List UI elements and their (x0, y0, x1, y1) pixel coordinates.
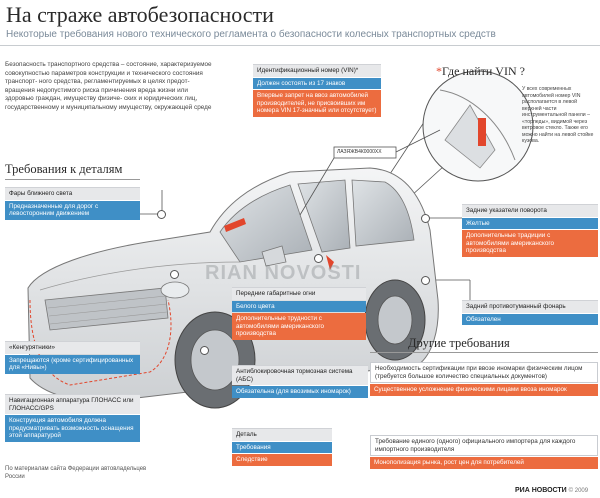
vin-box-requirement: Должен состоять из 17 знаков (253, 77, 381, 90)
legend-requirement: Требования (232, 441, 332, 454)
callout-dot-turn-signals (421, 214, 430, 223)
turn-signals-header: Задние указатели поворота (462, 204, 598, 217)
other-importer-requirement: Требование единого (одного) официального… (370, 435, 598, 457)
other-cert-box: Необходимость сертификации при ввозе ино… (370, 361, 598, 396)
fog-lamp-box: Задний противотуманный фонарь Обязателен (462, 300, 598, 326)
vin-box-consequence: Впервые запрет на ввоз автомобилей произ… (253, 90, 381, 117)
brand-name: РИА НОВОСТИ (515, 487, 567, 494)
callout-dot-fog-lamp (421, 276, 430, 285)
section-divider-other (370, 352, 598, 353)
kenguryatnik-requirement: Запрещаются (кроме сертифицированных для… (5, 354, 140, 374)
legend-consequence: Следствие (232, 454, 332, 466)
side-lights-header: Передние габаритные огни (232, 287, 366, 300)
brand-year: © 2009 (568, 488, 589, 494)
kenguryatnik-header: «Кенгурятники» (5, 341, 140, 354)
section-heading-details: Требования к деталям (5, 162, 123, 176)
watermark: RIAN NOVOSTI (205, 262, 362, 284)
vin-box-header: Идентификационный номер (VIN)* (253, 64, 381, 77)
glonass-requirement: Конструкция автомобиля должна предусматр… (5, 415, 140, 442)
callout-dot-abs (200, 346, 209, 355)
kenguryatnik-box: «Кенгурятники» Запрещаются (кроме сертиф… (5, 341, 140, 374)
callout-dot-grille (170, 270, 179, 279)
headlights-header: Фары ближнего света (5, 187, 140, 200)
other-importer-box: Требование единого (одного) официального… (370, 434, 598, 469)
header-divider (0, 45, 600, 46)
page-title: На страже автобезопасности (6, 2, 274, 27)
other-importer-consequence: Монополизация рынка, рост цен для потреб… (370, 457, 598, 469)
side-lights-consequence: Дополнительные трудности с автомобилями … (232, 313, 366, 340)
vin-note: У всех современных автомобилей номер VIN… (522, 86, 594, 144)
other-cert-requirement: Необходимость сертификации при ввозе ино… (370, 362, 598, 384)
turn-signals-consequence: Дополнительные традиции с автомобилями а… (462, 230, 598, 257)
side-lights-requirement: Белого цвета (232, 300, 366, 313)
source-note: По материалам сайта Федерации автовладел… (5, 466, 147, 480)
fog-lamp-requirement: Обязателен (462, 313, 598, 326)
brand-logo: РИА НОВОСТИ © 2009 (515, 487, 588, 494)
vin-title: *Где найти VIN ? (436, 64, 525, 78)
section-divider-details (5, 179, 140, 180)
legend-detail: Деталь (232, 428, 332, 441)
turn-signals-requirement: Желтые (462, 217, 598, 230)
section-heading-other: Другие требования (408, 336, 510, 350)
vin-plate-label: ЛАЗЯЖВ4К0000ХХ (337, 149, 382, 155)
glonass-header: Навигационная аппаратура ГЛОНАСС или ГЛО… (5, 394, 140, 415)
vin-box: Идентификационный номер (VIN)* Должен со… (253, 64, 381, 117)
headlights-box: Фары ближнего света Предназначенные для … (5, 187, 140, 220)
fog-lamp-header: Задний противотуманный фонарь (462, 300, 598, 313)
side-lights-box: Передние габаритные огни Белого цвета До… (232, 287, 366, 340)
headlights-requirement: Предназначенные для дорог с левосторонни… (5, 200, 140, 220)
other-cert-consequence: Существенное усложнение физическими лица… (370, 384, 598, 396)
abs-box: Антиблокировочная тормозная система (АБС… (232, 365, 368, 398)
intro-text: Безопасность транспортного средства – со… (5, 61, 212, 111)
abs-header: Антиблокировочная тормозная система (АБС… (232, 365, 368, 386)
callout-dot-headlights (157, 210, 166, 219)
abs-requirement: Обязательна (для ввозимых иномарок) (232, 386, 368, 398)
turn-signals-box: Задние указатели поворота Желтые Дополни… (462, 204, 598, 257)
legend-box: Деталь Требования Следствие (232, 428, 332, 466)
page-subtitle: Некоторые требования нового технического… (6, 29, 496, 40)
glonass-box: Навигационная аппаратура ГЛОНАСС или ГЛО… (5, 394, 140, 442)
callout-dot-side-lights (314, 254, 323, 263)
